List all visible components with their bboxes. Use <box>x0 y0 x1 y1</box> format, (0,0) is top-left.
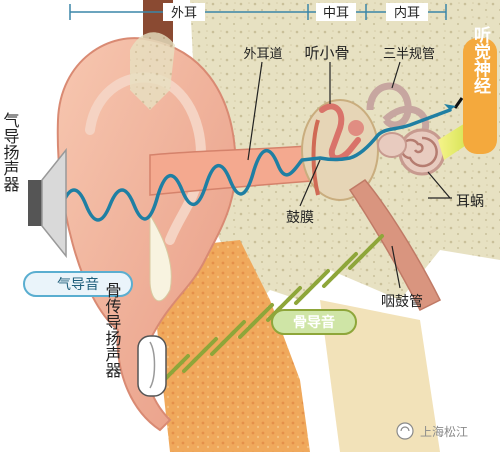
label-ear-canal: 外耳道 <box>243 47 282 62</box>
region-inner-ear: 内耳 <box>394 5 420 21</box>
outer-label-bg <box>163 3 205 21</box>
incus-shape <box>348 120 364 136</box>
bone-speaker <box>137 335 167 397</box>
air-conduction-badge-text: 气导音 <box>57 276 99 293</box>
bone-wave-dash <box>286 286 302 302</box>
bone-wave-dash <box>258 303 274 319</box>
label-eardrum: 鼓膜 <box>286 210 314 226</box>
bone-wave-dash <box>174 354 190 370</box>
lower-tissue <box>320 300 440 452</box>
auditory-nerve-box <box>463 38 497 154</box>
eardrum-membrane <box>311 119 320 196</box>
ossicles-shape <box>319 103 361 162</box>
watermark: 上海松江 <box>396 422 468 440</box>
nerve-marker <box>453 97 464 109</box>
inner-label-bg <box>386 3 428 21</box>
tragus-cartilage <box>149 213 172 302</box>
label-bone-speaker: 骨传导扬声器 <box>103 282 122 378</box>
region-middle-ear: 中耳 <box>323 6 349 21</box>
air-speaker <box>28 147 67 259</box>
bone-conduction-badge <box>271 309 357 335</box>
bone-wave-dash <box>368 234 384 250</box>
watermark-text: 上海松江 <box>420 424 468 439</box>
cochlea-shape <box>398 128 446 176</box>
label-auditory-nerve: 听觉神经 <box>470 25 491 94</box>
bone-wave-dash <box>202 337 218 353</box>
region-outer-ear: 外耳 <box>171 6 197 21</box>
bone-wave-dash <box>230 320 246 336</box>
semicircular-canals <box>366 82 430 131</box>
fat-tissue <box>150 240 310 452</box>
leader-lines <box>247 61 452 289</box>
air-wave-arrowhead <box>444 104 456 110</box>
label-cochlea: 耳蜗 <box>456 194 484 210</box>
label-eustachian-tube: 咽鼓管 <box>381 294 423 310</box>
bone-wave-dash <box>314 269 330 285</box>
label-semicircular-canals: 三半规管 <box>383 47 435 62</box>
air-conduction-wave <box>60 108 452 222</box>
middle-label-bg <box>316 3 356 21</box>
pinna-cartilage <box>130 32 175 110</box>
vestibule <box>377 132 407 158</box>
bone-conduction-badge-text: 骨导音 <box>293 314 335 331</box>
label-ossicles: 听小骨 <box>304 44 349 62</box>
label-air-speaker: 气导扬声器 <box>1 112 20 192</box>
air-conduction-badge <box>23 271 133 297</box>
eustachian-tube <box>348 179 442 312</box>
bone-wave-dash <box>342 252 358 268</box>
